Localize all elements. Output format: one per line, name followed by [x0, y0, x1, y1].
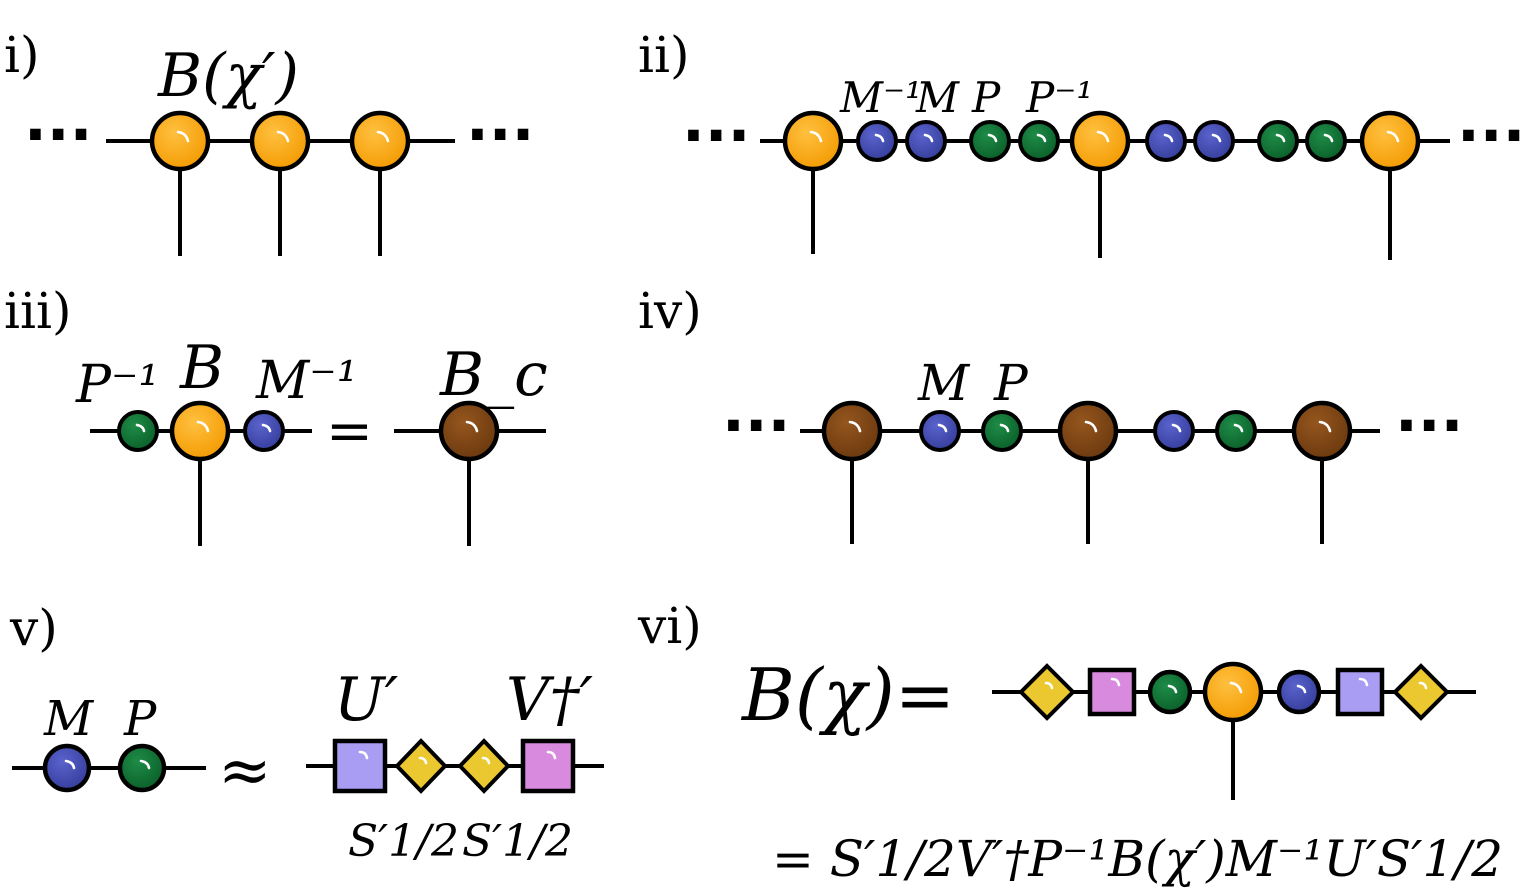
panel-i-label: i)	[4, 26, 40, 84]
orange-tensor-node	[1202, 661, 1264, 723]
s-diamond-node	[1018, 663, 1076, 721]
b-label: B	[179, 333, 224, 403]
m-label: M	[43, 691, 95, 747]
m-inverse-label: M⁻¹	[255, 351, 358, 411]
s-diamond-node	[457, 738, 511, 794]
p-label: P	[971, 73, 1001, 122]
v-dagger-prime-label: V†′	[506, 665, 593, 735]
panel-ii-label: ii)	[638, 26, 690, 84]
m-inverse-label: M⁻¹	[839, 73, 922, 122]
ellipsis-right: ···	[466, 100, 534, 170]
ellipsis-left: ···	[24, 100, 92, 170]
s-diamond-node	[1392, 663, 1450, 721]
u-prime-label: U′	[334, 665, 399, 735]
orange-tensor-node	[349, 110, 411, 172]
brown-tensor-node	[821, 400, 883, 462]
v-dagger-square-node	[1087, 667, 1137, 717]
p-inverse-label: P⁻¹	[75, 355, 159, 415]
ellipsis-right: ···	[1457, 101, 1525, 171]
equals-sign: =	[326, 399, 373, 464]
panel-i: i) B(χ′) ··· ···	[4, 26, 534, 256]
orange-tensor-node	[782, 110, 844, 172]
brown-tensor-node	[1057, 400, 1119, 462]
v-dagger-square-node	[520, 738, 576, 794]
approx-sign: ≈	[218, 734, 272, 808]
brown-tensor-node	[438, 400, 500, 462]
u-square-node	[332, 738, 388, 794]
panel-v: v) M P ≈ U′ V†′ S′1/2 S′1/2	[9, 599, 604, 867]
m-label: M	[915, 73, 960, 122]
blue-matrix-node	[243, 410, 285, 452]
green-matrix-node	[1215, 410, 1257, 452]
ellipsis-left: ···	[722, 391, 790, 461]
panel-iv: iv) M P ··· ···	[638, 282, 1463, 544]
panel-iv-label: iv)	[638, 282, 702, 340]
blue-matrix-node	[42, 743, 92, 793]
b-c-label: B_c	[439, 340, 548, 410]
green-matrix-node	[1257, 120, 1299, 162]
green-matrix-node	[981, 410, 1023, 452]
orange-tensor-node	[1359, 110, 1421, 172]
blue-matrix-node	[1145, 120, 1187, 162]
panel-iii: iii) P⁻¹ B M⁻¹ = B_c	[4, 282, 548, 546]
m-label: M	[917, 354, 971, 412]
green-matrix-node	[117, 410, 159, 452]
green-matrix-node	[1305, 120, 1347, 162]
blue-matrix-node	[919, 410, 961, 452]
ellipsis-right: ···	[1395, 391, 1463, 461]
green-matrix-node	[1147, 669, 1193, 715]
u-square-node	[1335, 667, 1385, 717]
panel-vi: vi) B(χ)= = S′1/2V′†P⁻¹B(χ′)M⁻¹U′S′1/2	[637, 597, 1503, 888]
green-matrix-node	[969, 120, 1011, 162]
brown-tensor-node	[1291, 400, 1353, 462]
p-label: P	[123, 691, 157, 747]
panel-v-label: v)	[9, 599, 58, 657]
orange-tensor-node	[169, 400, 231, 462]
s-diamond-node	[394, 738, 448, 794]
s-sqrt-label: S′1/2	[462, 816, 573, 867]
b-chi-prime-label: B(χ′)	[157, 41, 299, 111]
blue-matrix-node	[1276, 669, 1322, 715]
panel-ii: ii) M⁻¹ M P P⁻¹ ··· ···	[638, 26, 1525, 260]
panel-iii-label: iii)	[4, 282, 71, 340]
orange-tensor-node	[249, 110, 311, 172]
decomposition-equation: = S′1/2V′†P⁻¹B(χ′)M⁻¹U′S′1/2	[772, 830, 1503, 888]
orange-tensor-node	[1069, 110, 1131, 172]
orange-tensor-node	[149, 110, 211, 172]
b-chi-lhs: B(χ)=	[740, 653, 955, 737]
ellipsis-left: ···	[682, 101, 750, 171]
p-label: P	[993, 354, 1029, 412]
s-sqrt-label: S′1/2	[348, 816, 459, 867]
p-inverse-label: P⁻¹	[1025, 73, 1093, 122]
blue-matrix-node	[1153, 410, 1195, 452]
green-matrix-node	[1018, 120, 1060, 162]
blue-matrix-node	[856, 120, 898, 162]
blue-matrix-node	[1193, 120, 1235, 162]
panel-vi-label: vi)	[637, 597, 702, 655]
green-matrix-node	[117, 743, 167, 793]
blue-matrix-node	[905, 120, 947, 162]
